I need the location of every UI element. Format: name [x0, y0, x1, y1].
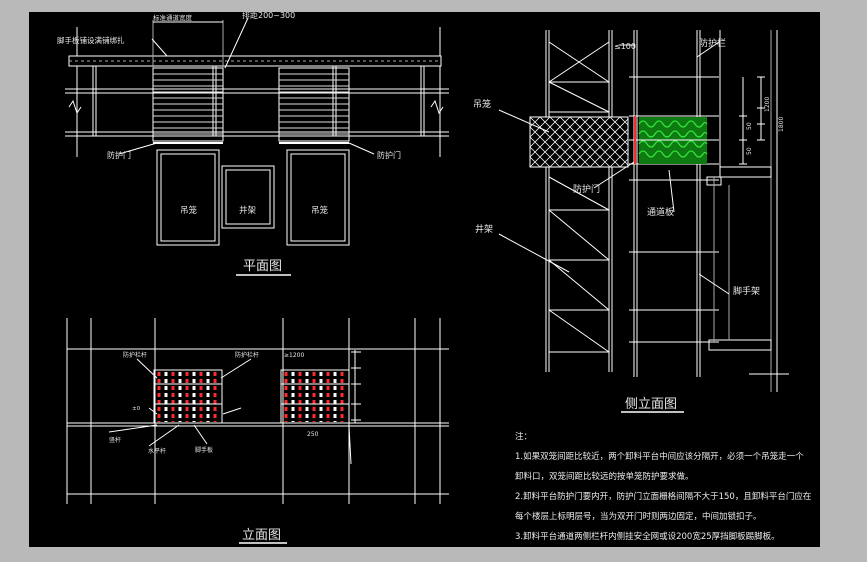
plan-right-door: 防护门 — [377, 150, 401, 160]
side-scaffold: 脚手架 — [733, 285, 760, 297]
notes-line1: 1.如果双笼间距比较近，两个卸料平台中间应该分隔开，必须一个吊笼走一个 — [515, 452, 804, 462]
plan-left-door: 防护门 — [107, 150, 131, 160]
plan-title: 平面图 — [243, 259, 282, 274]
cad-drawing: 标准通道宽度 排距200~300 脚手板铺设满铺绑扎 防护门 防护门 吊笼 井架… — [57, 12, 789, 544]
side-dim-c: 50 — [746, 147, 753, 155]
elev-label-b: 水平杆 — [148, 447, 166, 455]
elevation-view — [66, 318, 449, 544]
plan-right-cage: 吊笼 — [311, 205, 329, 216]
side-rail: 防护栏 — [699, 37, 726, 49]
side-cage-hatch — [529, 116, 629, 168]
side-dim-d: 1800 — [778, 117, 785, 132]
notes-line3: 2.卸料平台防护门要内开，防护门立面栅格间隔不大于150，且卸料平台门应在 — [515, 492, 812, 502]
notes-line4: 每个楼层上标明层号，当为双开门时则两边固定，中间加锁扣子。 — [515, 512, 762, 522]
elevation-title: 立面图 — [242, 528, 281, 543]
drawing-canvas: 标准通道宽度 排距200~300 脚手板铺设满铺绑扎 防护门 防护门 吊笼 井架… — [29, 12, 820, 547]
plan-dim-spacing: 排距200~300 — [242, 12, 295, 20]
side-title: 侧立面图 — [625, 397, 677, 412]
elev-dim-upper: ≥1200 — [284, 352, 304, 359]
elev-railing-right: 防护栏杆 — [235, 351, 259, 359]
elev-label-c: 脚手板 — [195, 446, 213, 454]
side-frame: 井架 — [475, 223, 493, 235]
plan-view — [65, 17, 449, 276]
elev-label-a: 竖杆 — [109, 436, 121, 444]
elev-railing-left: 防护栏杆 — [123, 351, 147, 359]
side-dim-a: 1200 — [764, 97, 771, 112]
side-plank: 通道板 — [647, 206, 674, 218]
side-door: 防护门 — [573, 183, 600, 195]
notes-heading: 注： — [515, 432, 533, 442]
plan-left-cage: 吊笼 — [180, 205, 198, 216]
plan-dim-top: 标准通道宽度 — [153, 13, 193, 22]
elev-label-d: 250 — [307, 431, 319, 438]
side-dim-b: 50 — [746, 122, 753, 130]
plan-frame: 井架 — [239, 205, 257, 216]
side-green-net — [634, 116, 708, 164]
side-cage: 吊笼 — [473, 98, 491, 110]
side-dim-gap: ≤100 — [614, 42, 636, 51]
elev-dim-small: ±0 — [132, 406, 141, 412]
notes-line2: 卸料口，双笼间距比较远的按单笼防护要求做。 — [515, 472, 694, 482]
notes-line5: 3.卸料平台通道两侧栏杆内侧挂安全网或设200宽25厚挡脚板踢脚板。 — [515, 532, 780, 542]
plan-label-protect: 脚手板铺设满铺绑扎 — [57, 35, 125, 45]
side-elevation-view — [498, 30, 789, 413]
